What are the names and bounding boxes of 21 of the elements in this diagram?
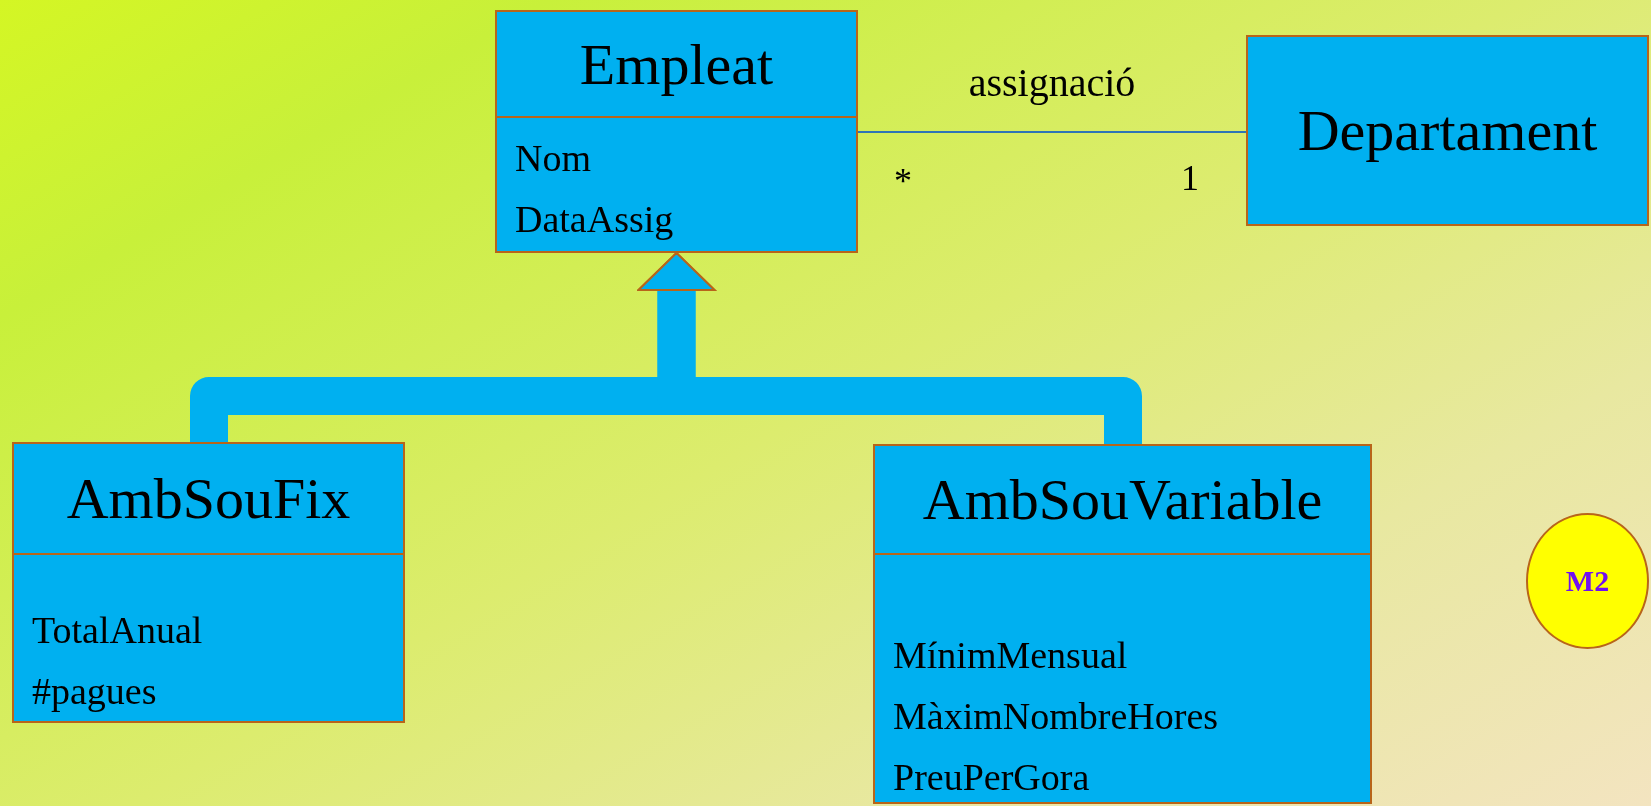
association-line <box>857 131 1247 133</box>
attribute-text: TotalAnual <box>32 608 203 653</box>
class-name: AmbSouFix <box>66 465 351 532</box>
class-name: Empleat <box>579 30 774 98</box>
model-tag: M2 <box>1565 564 1610 598</box>
edge-label: assignació <box>968 58 1136 106</box>
class-box <box>495 10 858 253</box>
attribute-text: Nom <box>515 136 591 181</box>
class-box <box>1246 35 1649 226</box>
attribute-text: MínimMensual <box>893 633 1128 678</box>
attribute-text: MàximNombreHores <box>893 694 1219 739</box>
generalization-arrow <box>637 252 1142 444</box>
multiplicity-label: * <box>894 160 912 202</box>
class-box <box>873 444 1372 804</box>
attribute-text: PreuPerGora <box>893 755 1090 800</box>
attribute-text: DataAssig <box>515 197 674 242</box>
attribute-text: #pagues <box>32 669 157 714</box>
multiplicity-label: 1 <box>1181 157 1199 199</box>
class-box <box>12 442 405 723</box>
class-name: Departament <box>1297 97 1598 164</box>
class-name: AmbSouVariable <box>922 466 1323 533</box>
